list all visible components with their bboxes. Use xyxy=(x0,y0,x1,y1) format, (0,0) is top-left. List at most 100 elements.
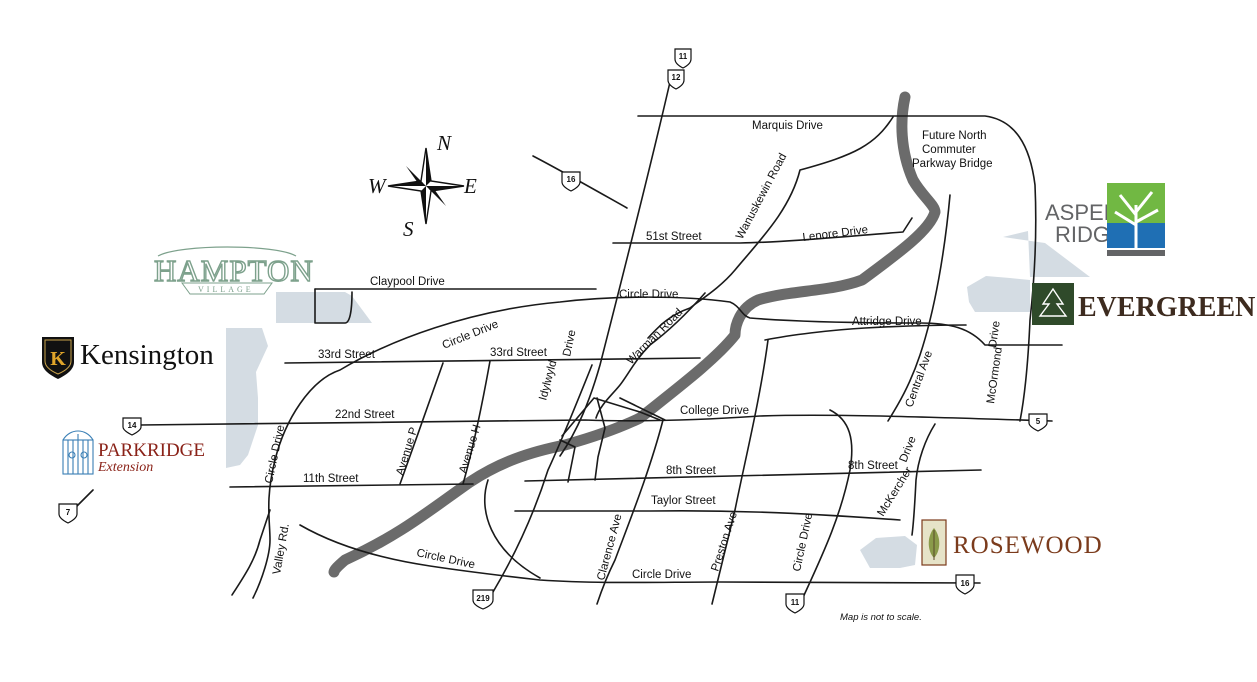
road-circle-drive-south xyxy=(299,524,981,584)
label-33rd-street-east: 33rd Street xyxy=(490,347,548,359)
label-claypool-drive: Claypool Drive xyxy=(370,276,445,288)
road-mckercher-drive xyxy=(911,423,936,536)
road-claypool-connector xyxy=(314,288,353,324)
label-bridge-line3: Parkway Bridge xyxy=(912,158,993,170)
compass-rose: N S E W xyxy=(368,131,477,241)
road-preston-ave xyxy=(711,339,769,605)
road-warman-road xyxy=(595,292,706,419)
compass-south: S xyxy=(403,217,414,241)
shield-hwy-12-text: 12 xyxy=(672,73,681,82)
logo-evergreen: EVERGREEN xyxy=(1032,283,1255,325)
logo-evergreen-text: EVERGREEN xyxy=(1078,292,1255,323)
logo-aspen-ridge: ASPEN RIDGE xyxy=(1045,183,1165,256)
logo-rosewood-text: ROSEWOOD xyxy=(953,532,1103,559)
label-22nd-street: 22nd Street xyxy=(335,409,395,421)
label-mcormond-line1: McOrmond xyxy=(985,346,1005,404)
shield-hwy-7-text: 7 xyxy=(66,508,71,517)
kensington-mark: K xyxy=(50,348,66,370)
road-central-ave xyxy=(887,194,951,422)
road-attridge-drive xyxy=(764,324,967,341)
label-lenore-drive: Lenore Drive xyxy=(802,224,869,244)
logo-kensington: K Kensington xyxy=(42,337,214,379)
shield-hwy-14-text: 14 xyxy=(128,421,137,430)
shield-hwy-219: 219 xyxy=(472,589,494,610)
scale-note: Map is not to scale. xyxy=(840,612,922,623)
road-51st-street xyxy=(612,217,913,244)
shield-hwy-11-south-text: 11 xyxy=(791,598,800,607)
shield-hwy-14: 14 xyxy=(122,417,142,436)
label-valley-road: Valley Rd. xyxy=(271,523,292,576)
road-valley-road xyxy=(231,509,271,596)
label-51st-street: 51st Street xyxy=(646,231,702,243)
label-avenue-h: Avenue H xyxy=(457,423,483,475)
road-circle-drive-sw-loop xyxy=(484,479,541,579)
road-33rd-street xyxy=(284,357,701,364)
river xyxy=(328,91,941,578)
road-downtown-east xyxy=(619,397,666,421)
shield-hwy-5: 5 xyxy=(1028,413,1048,432)
road-taylor-street xyxy=(514,509,901,521)
road-highway-11 xyxy=(559,81,671,457)
area-aspen-ridge xyxy=(1003,231,1090,277)
label-taylor-street: Taylor Street xyxy=(651,495,716,507)
label-33rd-street-west: 33rd Street xyxy=(318,349,376,361)
shield-hwy-16-se: 16 xyxy=(955,574,975,595)
label-8th-street-west: 8th Street xyxy=(666,465,717,477)
shield-hwy-7: 7 xyxy=(58,503,78,524)
shield-hwy-11-south: 11 xyxy=(785,593,805,614)
label-idylwyld-line2: Drive xyxy=(561,329,578,358)
label-avenue-p: Avenue P xyxy=(394,426,420,477)
logo-hampton-sub: VILLAGE xyxy=(198,285,254,294)
compass-west: W xyxy=(368,174,388,198)
compass-north: N xyxy=(436,131,452,155)
label-8th-street-east: 8th Street xyxy=(848,460,899,472)
label-preston-ave: Preston Ave xyxy=(709,510,740,572)
road-clarence-ave xyxy=(596,419,664,605)
road-circle-drive xyxy=(252,296,1063,599)
label-circle-drive-north: Circle Drive xyxy=(619,289,678,301)
shield-hwy-16-nw: 16 xyxy=(561,171,581,192)
highway-shields: 11 12 16 14 5 7 219 11 xyxy=(58,48,1048,614)
road-downtown-bridge xyxy=(594,397,606,481)
label-marquis-drive: Marquis Drive xyxy=(752,120,823,132)
logo-kensington-text: Kensington xyxy=(80,339,214,371)
road-marquis-drive xyxy=(637,115,1037,422)
kensington-shield-icon xyxy=(42,337,74,379)
logo-parkridge: PARKRIDGE Extension xyxy=(62,430,205,475)
label-mcormond-line2: Drive xyxy=(987,320,1003,348)
label-wanuskewin-road: Wanuskewin Road xyxy=(734,151,789,241)
road-downtown-west xyxy=(559,439,576,483)
logo-parkridge-sub: Extension xyxy=(97,460,153,475)
shield-hwy-12: 12 xyxy=(667,69,685,90)
road-avenue-h xyxy=(462,360,491,485)
label-attridge-drive: Attridge Drive xyxy=(852,316,922,328)
road-wanuskewin xyxy=(647,116,894,339)
logo-parkridge-text: PARKRIDGE xyxy=(98,440,205,461)
label-circle-drive-south: Circle Drive xyxy=(632,569,691,581)
label-mckercher-line2: Drive xyxy=(898,435,919,464)
shield-hwy-16-nw-text: 16 xyxy=(567,175,576,184)
area-kensington xyxy=(226,328,268,468)
label-11th-street: 11th Street xyxy=(303,473,359,485)
road-8th-street xyxy=(524,469,982,482)
label-college-drive: College Drive xyxy=(680,405,749,417)
shield-hwy-5-text: 5 xyxy=(1036,417,1041,426)
compass-east: E xyxy=(463,174,477,198)
label-idylwyld-line1: Idylwyld xyxy=(537,359,559,402)
road-highway-11-south xyxy=(799,409,853,605)
logo-rosewood: ROSEWOOD xyxy=(921,519,1103,566)
shield-hwy-11-north-text: 11 xyxy=(679,52,688,61)
road-11th-street xyxy=(229,483,474,488)
label-circle-drive-east: Circle Drive xyxy=(791,512,815,573)
road-highway-7 xyxy=(74,489,94,509)
area-rosewood xyxy=(860,536,917,568)
label-bridge-line2: Commuter xyxy=(922,144,976,156)
road-22nd-street xyxy=(139,414,1053,426)
label-bridge-line1: Future North xyxy=(922,130,987,142)
road-avenue-p xyxy=(399,362,444,485)
parkridge-gate-icon xyxy=(62,430,94,475)
road-network xyxy=(74,81,1063,605)
road-idylwyld-drive xyxy=(492,364,593,593)
